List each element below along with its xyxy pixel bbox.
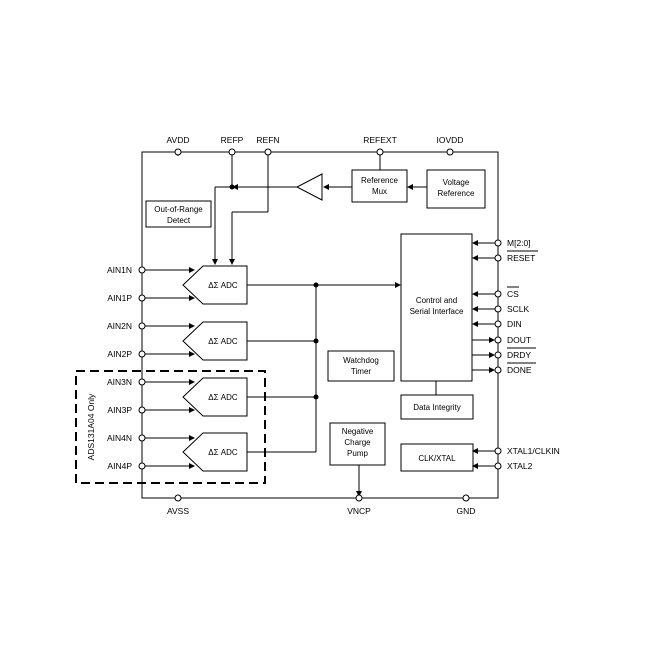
pin-label-ain3n: AIN3N (107, 377, 132, 387)
pin-refn (264, 148, 272, 156)
pin-label-din: DIN (507, 319, 522, 329)
pin-label-ain2n: AIN2N (107, 321, 132, 331)
watchdog-timer-block (327, 350, 395, 382)
pin-label-m: M[2:0] (507, 238, 531, 248)
pin-label-ain1n: AIN1N (107, 265, 132, 275)
adc-3-label: ΔΣ ADC (208, 393, 238, 402)
adc-4: ΔΣ ADC (182, 432, 248, 472)
pin-label-refext: REFEXT (363, 135, 397, 145)
pin-vncp (355, 494, 363, 502)
pin-ain1n (138, 266, 146, 274)
pin-xtal2 (494, 462, 502, 470)
pin-label-xtal2: XTAL2 (507, 461, 533, 471)
pin-iovdd (446, 148, 454, 156)
pin-label-refp: REFP (221, 135, 244, 145)
reference-buffer (295, 173, 323, 201)
pin-label-reset: RESET (507, 253, 535, 263)
pin-avdd (174, 148, 182, 156)
pin-done (494, 366, 502, 374)
pin-label-ain3p: AIN3P (107, 405, 132, 415)
voltage-reference-block (426, 169, 486, 209)
data-integrity-block (400, 394, 474, 420)
charge-pump-line1: Negative (342, 427, 374, 436)
variant-note: ADS131A04 Only (86, 393, 96, 460)
pin-label-cs: CS (507, 289, 519, 299)
pin-drdy (494, 351, 502, 359)
pin-ain3n (138, 378, 146, 386)
charge-pump-line2: Charge (344, 438, 371, 447)
adc-1-label: ΔΣ ADC (208, 281, 238, 290)
pin-ain3p (138, 406, 146, 414)
pin-label-sclk: SCLK (507, 304, 530, 314)
arrow-vref-to-mux (407, 184, 413, 190)
pin-label-gnd: GND (457, 506, 476, 516)
pin-reset (494, 254, 502, 262)
charge-pump-line3: Pump (347, 449, 368, 458)
voltage-reference-line2: Reference (438, 189, 475, 198)
arrow-adc-to-control (395, 282, 401, 288)
out-of-range-line2: Detect (167, 216, 191, 225)
adc-2-label: ΔΣ ADC (208, 337, 238, 346)
pin-cs (494, 290, 502, 298)
pin-label-ain2p: AIN2P (107, 349, 132, 359)
pin-ain1p (138, 294, 146, 302)
pin-label-done: DONE (507, 365, 532, 375)
pin-ain4p (138, 462, 146, 470)
data-integrity-label: Data Integrity (413, 403, 461, 412)
pin-ain2n (138, 322, 146, 330)
pin-label-dout: DOUT (507, 335, 531, 345)
pin-xtal1 (494, 447, 502, 455)
control-line2: Serial Interface (410, 307, 464, 316)
pin-label-avdd: AVDD (167, 135, 190, 145)
clk-xtal-label: CLK/XTAL (418, 454, 456, 463)
out-of-range-line1: Out-of-Range (154, 205, 203, 214)
pin-ain2p (138, 350, 146, 358)
adc-2: ΔΣ ADC (182, 321, 248, 361)
charge-pump-block (329, 422, 386, 466)
watchdog-line1: Watchdog (343, 356, 379, 365)
pin-label-ain4n: AIN4N (107, 433, 132, 443)
pin-dout (494, 336, 502, 344)
adc-4-label: ΔΣ ADC (208, 448, 238, 457)
pin-label-ain1p: AIN1P (107, 293, 132, 303)
pin-label-refn: REFN (256, 135, 279, 145)
pin-gnd (462, 494, 470, 502)
pin-label-vncp: VNCP (347, 506, 371, 516)
pin-avss (174, 494, 182, 502)
pin-label-xtal1: XTAL1/CLKIN (507, 446, 560, 456)
reference-mux-block (351, 169, 408, 203)
adc-1: ΔΣ ADC (182, 265, 248, 305)
voltage-reference-line1: Voltage (443, 178, 470, 187)
pin-din (494, 320, 502, 328)
reference-mux-line1: Reference (361, 176, 398, 185)
out-of-range-detect-block (145, 200, 212, 228)
clk-xtal-block (400, 443, 474, 472)
pin-refext (376, 148, 384, 156)
pin-label-avss: AVSS (167, 506, 189, 516)
pin-label-iovdd: IOVDD (437, 135, 464, 145)
pin-label-ain4p: AIN4P (107, 461, 132, 471)
control-line1: Control and (416, 296, 457, 305)
pin-label-drdy: DRDY (507, 350, 531, 360)
ads131a04-region (75, 370, 266, 484)
reference-mux-line2: Mux (372, 187, 387, 196)
pin-refp (228, 148, 236, 156)
watchdog-line2: Timer (351, 367, 371, 376)
adc-3: ΔΣ ADC (182, 377, 248, 417)
pin-m (494, 239, 502, 247)
pin-ain4n (138, 434, 146, 442)
pin-sclk (494, 305, 502, 313)
